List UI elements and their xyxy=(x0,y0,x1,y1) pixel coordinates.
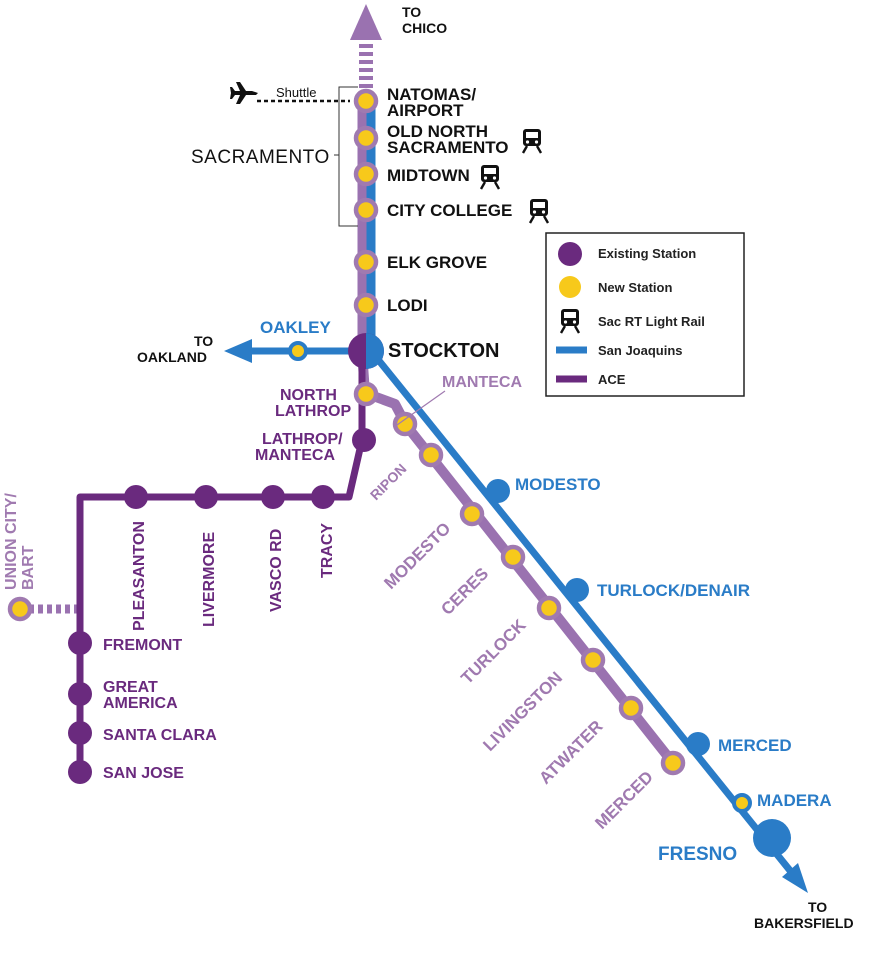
lodi-label: LODI xyxy=(387,296,428,315)
old-north-label-2: SACRAMENTO xyxy=(387,138,509,157)
to-chico-label-1: TO xyxy=(402,4,421,20)
midtown-station xyxy=(353,161,379,187)
city-college-station xyxy=(353,197,379,223)
modesto-sj-label: MODESTO xyxy=(515,475,601,494)
merced-ace-station xyxy=(660,750,686,776)
airplane-icon xyxy=(230,82,258,104)
natomas-label-2: AIRPORT xyxy=(387,101,464,120)
fresno-label: FRESNO xyxy=(658,844,737,865)
pleasanton-station xyxy=(124,485,148,509)
union-city-station xyxy=(7,596,33,622)
to-oakland-label-1: TO xyxy=(194,333,213,349)
modesto-ace-station xyxy=(459,501,485,527)
bakersfield-arrow xyxy=(782,863,808,893)
santa-clara-label: SANTA CLARA xyxy=(103,727,217,744)
merced-sj-label: MERCED xyxy=(718,736,792,755)
livingston-label: LIVINGSTON xyxy=(479,668,566,755)
light-rail-icon xyxy=(479,163,501,191)
to-chico-label-2: CHICO xyxy=(402,20,447,36)
legend-existing-station: Existing Station xyxy=(598,246,696,261)
turlock-denair-label: TURLOCK/DENAIR xyxy=(597,581,750,600)
stockton-label: STOCKTON xyxy=(388,340,500,362)
livermore-station xyxy=(194,485,218,509)
atwater-station xyxy=(618,695,644,721)
manteca-label: MANTECA xyxy=(442,374,522,391)
north-lathrop-station xyxy=(353,381,379,407)
fremont-label: FREMONT xyxy=(103,637,182,654)
great-america-label-2: AMERICA xyxy=(103,695,178,712)
north-lathrop-label-1: NORTH xyxy=(280,387,337,404)
to-oakland-label-2: OAKLAND xyxy=(137,349,207,365)
north-lathrop-label-2: LATHROP xyxy=(275,403,351,420)
oakley-label: OAKLEY xyxy=(260,318,332,337)
san-jose-label: SAN JOSE xyxy=(103,765,184,782)
sacramento-bracket xyxy=(338,86,358,227)
fremont-station xyxy=(68,631,92,655)
light-rail-icon xyxy=(528,197,550,225)
ceres-station xyxy=(500,544,526,570)
lathrop-manteca-station xyxy=(352,428,376,452)
madera-label: MADERA xyxy=(757,791,832,810)
union-city-label-2: BART xyxy=(20,545,37,590)
ripon-label: RIPON xyxy=(367,460,410,503)
elk-grove-label: ELK GROVE xyxy=(387,253,487,272)
livermore-label: LIVERMORE xyxy=(201,532,218,627)
lodi-station xyxy=(353,292,379,318)
to-bakersfield-label-1: TO xyxy=(808,899,827,915)
san-jose-station xyxy=(68,760,92,784)
great-america-station xyxy=(68,682,92,706)
ceres-label: CERES xyxy=(437,564,492,619)
ace-existing-line xyxy=(76,351,366,772)
midtown-label: MIDTOWN xyxy=(387,166,470,185)
turlock-ace-label: TURLOCK xyxy=(457,615,530,688)
lathrop-manteca-label-1: LATHROP/ xyxy=(262,431,343,448)
turlock-ace-station xyxy=(536,595,562,621)
great-america-label-1: GREAT xyxy=(103,679,158,696)
chico-arrow xyxy=(350,4,382,40)
merced-sj-station xyxy=(686,732,710,756)
santa-clara-station xyxy=(68,721,92,745)
natomas-station xyxy=(353,88,379,114)
shuttle-label: Shuttle xyxy=(276,85,316,100)
pleasanton-label: PLEASANTON xyxy=(131,521,148,631)
legend-light-rail: Sac RT Light Rail xyxy=(598,314,705,329)
manteca-leader-line xyxy=(396,390,446,426)
legend: Existing Station New Station Sac RT Ligh… xyxy=(545,232,745,397)
san-joaquins-south xyxy=(369,349,795,876)
turlock-denair-station xyxy=(565,578,589,602)
vasco-rd-label: VASCO RD xyxy=(268,529,285,612)
to-bakersfield-label-2: BAKERSFIELD xyxy=(754,915,854,931)
oakland-arrow xyxy=(224,339,252,363)
legend-new-station-marker xyxy=(559,276,581,298)
light-rail-icon xyxy=(521,127,543,155)
madera-station xyxy=(732,793,752,813)
natomas-label-1: NATOMAS/ xyxy=(387,85,476,104)
old-north-station xyxy=(353,125,379,151)
ripon-station xyxy=(418,442,444,468)
stockton-station-sj xyxy=(366,333,384,369)
legend-san-joaquins: San Joaquins xyxy=(598,343,683,358)
lathrop-manteca-label-2: MANTECA xyxy=(255,447,335,464)
vasco-rd-station xyxy=(261,485,285,509)
fresno-station xyxy=(753,819,791,857)
old-north-label-1: OLD NORTH xyxy=(387,122,488,141)
city-college-label: CITY COLLEGE xyxy=(387,201,512,220)
elk-grove-station xyxy=(353,249,379,275)
tracy-label: TRACY xyxy=(319,523,336,578)
oakley-station xyxy=(288,341,308,361)
legend-new-station: New Station xyxy=(598,280,672,295)
merced-ace-label: MERCED xyxy=(591,767,657,833)
livingston-station xyxy=(580,647,606,673)
manteca-station xyxy=(392,411,418,437)
tracy-station xyxy=(311,485,335,509)
modesto-sj-station xyxy=(486,479,510,503)
union-city-label-1: UNION CITY/ xyxy=(3,493,20,590)
legend-ace: ACE xyxy=(598,372,626,387)
modesto-ace-label: MODESTO xyxy=(380,519,454,593)
sacramento-label: SACRAMENTO xyxy=(191,147,330,168)
legend-existing-station-marker xyxy=(558,242,582,266)
atwater-label: ATWATER xyxy=(535,717,606,788)
